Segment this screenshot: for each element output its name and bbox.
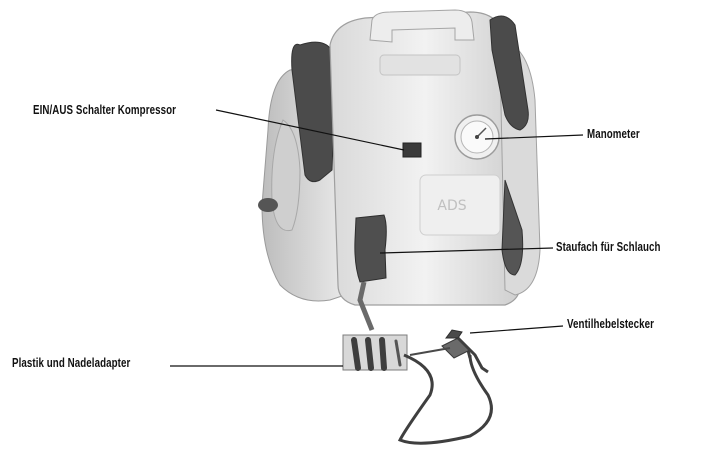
leader-valve — [470, 326, 563, 333]
label-manometer: Manometer — [587, 127, 640, 141]
label-adapters: Plastik und Nadeladapter — [12, 356, 130, 370]
label-valve-connector: Ventilhebelstecker — [567, 317, 654, 331]
hose-storage-compartment — [355, 215, 386, 330]
label-hose-storage: Staufach für Schlauch — [556, 240, 661, 254]
svg-text:ADS: ADS — [437, 198, 466, 214]
manometer-gauge — [455, 115, 499, 159]
air-hose — [400, 355, 491, 443]
label-compressor-switch: EIN/AUS Schalter Kompressor — [33, 103, 176, 117]
adapter-card — [343, 335, 407, 370]
compressor-switch — [403, 143, 421, 157]
